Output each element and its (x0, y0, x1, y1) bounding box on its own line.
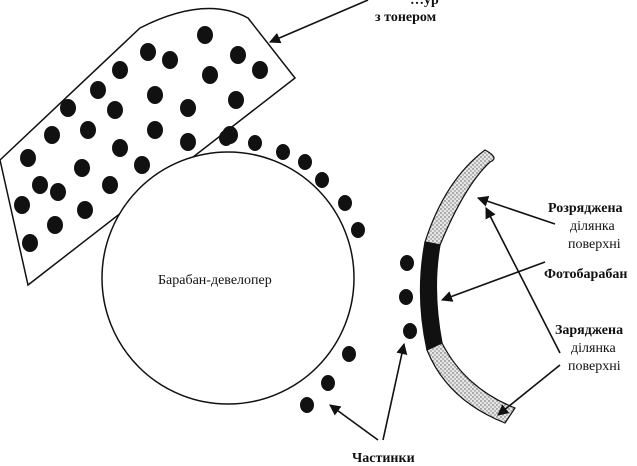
toner-particle (180, 133, 196, 151)
hopper-toner-particles (14, 26, 268, 252)
charged-label-line2: ділянка (571, 341, 617, 356)
arrow-charged-to-lower (497, 364, 561, 416)
toner-particle (315, 172, 329, 188)
toner-particle (60, 99, 76, 117)
toner-particle (252, 61, 268, 79)
toner-particle (321, 375, 335, 391)
arrow-charged-to-upper (485, 207, 561, 354)
toner-particle (300, 397, 314, 413)
toner-particle (351, 222, 365, 238)
toner-particle (202, 66, 218, 84)
toner-particle (219, 130, 233, 146)
toner-particle (338, 195, 352, 211)
toner-particle (400, 255, 414, 271)
toner-particle (298, 154, 312, 170)
toner-particle (112, 61, 128, 79)
toner-particle (147, 86, 163, 104)
arrows (268, 0, 561, 441)
toner-particle (32, 176, 48, 194)
discharged-label-line3: поверхні (568, 237, 621, 252)
charged-area-upper (424, 149, 495, 246)
toner-particle (107, 101, 123, 119)
toner-particle (22, 234, 38, 252)
developer-drum (101, 151, 355, 405)
toner-particle (162, 51, 178, 69)
toner-particle (47, 216, 63, 234)
toner-particle (140, 43, 156, 61)
toner-particle (20, 149, 36, 167)
charged-label-line3: поверхні (568, 359, 621, 374)
toner-particle (102, 176, 118, 194)
toner-particle (180, 99, 196, 117)
arrow-discharged-to-upper (476, 195, 556, 225)
transfer-particles (399, 255, 417, 339)
toner-particle (14, 196, 30, 214)
toner-particle (403, 323, 417, 339)
drum-toner-particles (219, 130, 365, 413)
toner-particle (147, 121, 163, 139)
charged-label-line1: Заряджена (555, 323, 623, 338)
toner-particle (230, 46, 246, 64)
hopper-label-line2: з тонером (375, 10, 437, 25)
toner-particle (44, 126, 60, 144)
discharged-label-line1: Розряджена (548, 201, 623, 216)
arrow-hopper (268, 0, 369, 44)
toner-particle (134, 156, 150, 174)
toner-hopper-outline (0, 7, 297, 287)
developer-drum-label: Барабан-девелопер (158, 273, 272, 288)
photodrum-label: Фотобарабан (544, 267, 627, 282)
toner-particle (399, 289, 413, 305)
toner-particle (248, 135, 262, 151)
toner-particle (74, 159, 90, 177)
toner-particle (276, 144, 290, 160)
arrow-photodrum (440, 261, 546, 302)
discharged-area (419, 241, 443, 351)
particles-label: Частинки (352, 451, 415, 466)
toner-particle (342, 346, 356, 362)
toner-particle (77, 201, 93, 219)
charged-area-lower (426, 342, 516, 424)
discharged-label-line2: ділянка (570, 219, 616, 234)
arrow-particles-to-drum (329, 404, 379, 441)
toner-particle (197, 26, 213, 44)
photodrum-arc (419, 149, 516, 424)
toner-particle (228, 91, 244, 109)
toner-particle (80, 121, 96, 139)
hopper-label-line1: …ур (410, 0, 439, 8)
toner-particle (50, 183, 66, 201)
toner-particle (112, 139, 128, 157)
toner-particle (90, 81, 106, 99)
arrow-particles-to-free (382, 342, 408, 441)
